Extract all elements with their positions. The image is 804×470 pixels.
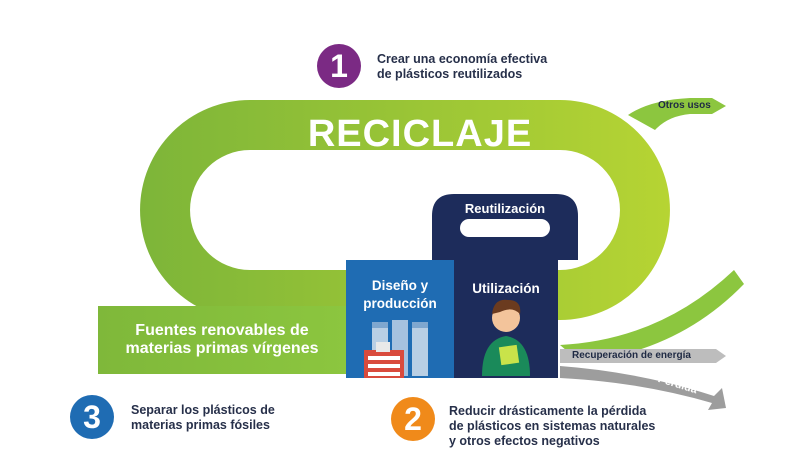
step-1-text: Crear una economía efectiva de plásticos… — [377, 52, 547, 82]
step-2-line1: Reducir drásticamente la pérdida — [449, 404, 655, 419]
step-3-line1: Separar los plásticos de — [131, 403, 275, 418]
factory-icon — [364, 320, 428, 378]
renewable-sources-text: Fuentes renovables de materias primas ví… — [104, 322, 340, 358]
step-3-number: 3 — [70, 395, 114, 439]
step-1-number: 1 — [317, 44, 361, 88]
design-production-label: Diseño y producción — [346, 277, 454, 313]
design-line2: producción — [346, 295, 454, 313]
use-label: Utilización — [454, 281, 558, 296]
step-1-line1: Crear una economía efectiva — [377, 52, 547, 67]
reuse-label: Reutilización — [432, 201, 578, 216]
other-uses-label: Otros usos — [658, 100, 711, 111]
step-2-number: 2 — [391, 397, 435, 441]
step-2-text: Reducir drásticamente la pérdida de plás… — [449, 404, 655, 449]
step-3-line2: materias primas fósiles — [131, 418, 275, 433]
renewable-sources-line1: Fuentes renovables de — [104, 322, 340, 340]
recycling-subtitle: Mejora radical en la economía y calidad — [230, 157, 610, 172]
step-3-text: Separar los plásticos de materias primas… — [131, 403, 275, 433]
step-2-line3: y otros efectos negativos — [449, 434, 655, 449]
design-line1: Diseño y — [346, 277, 454, 295]
step-1-line2: de plásticos reutilizados — [377, 67, 547, 82]
renewable-sources-line2: materias primas vírgenes — [104, 340, 340, 358]
reuse-slot — [460, 219, 550, 237]
step-2-line2: de plásticos en sistemas naturales — [449, 419, 655, 434]
energy-recovery-label: Recuperación de energía — [572, 350, 691, 361]
recycling-title: RECICLAJE — [230, 113, 610, 156]
